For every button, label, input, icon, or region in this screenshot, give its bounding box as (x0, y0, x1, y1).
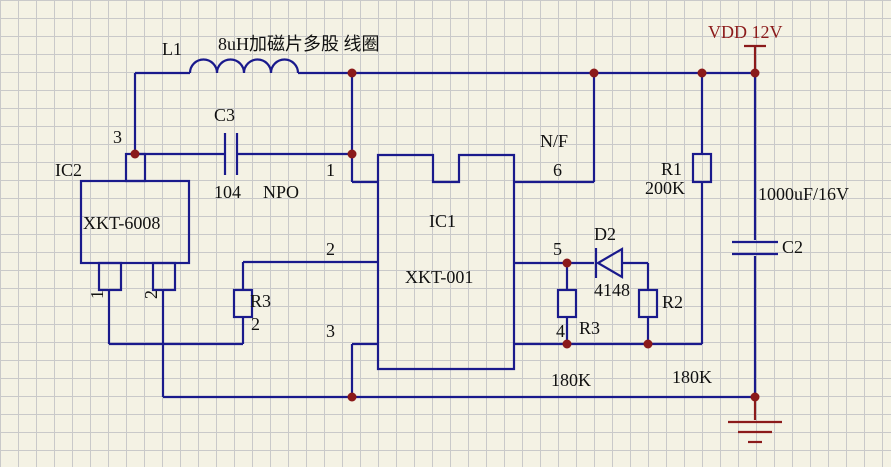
label-ic1: IC1 (429, 211, 456, 231)
label-ic1-pin5: 5 (553, 239, 562, 259)
junction-dot (697, 68, 707, 78)
ground-symbol (728, 397, 782, 444)
label-r1: R1 (661, 159, 682, 179)
junction-dot (643, 339, 653, 349)
inductor-l1 (188, 58, 300, 74)
junction-dot (347, 149, 357, 159)
label-d2-value: 4148 (594, 280, 630, 300)
capacitor-c3 (223, 133, 239, 175)
label-nf: N/F (540, 131, 568, 151)
label-ic1-pin6: 6 (553, 160, 562, 180)
label-ic2: IC2 (55, 160, 82, 180)
label-ic1-pin4: 4 (556, 321, 565, 341)
label-l1-desc: 8uH加磁片多股 线圈 (218, 34, 380, 54)
ic1-pin6-wiring (514, 73, 596, 184)
label-r3-left-pin: 2 (251, 314, 260, 334)
label-ic1-pin2: 2 (326, 239, 335, 259)
capacitor-c2 (732, 240, 778, 256)
junction-dot (562, 258, 572, 268)
label-c2-value: 1000uF/16V (758, 184, 849, 204)
label-ic2-part: XKT-6008 (83, 213, 160, 233)
junction-dot (750, 392, 760, 402)
label-ic1-part: XKT-001 (405, 267, 473, 287)
label-ic1-pin1: 1 (326, 160, 335, 180)
label-r2-value: 180K (672, 367, 712, 387)
label-ic1-pin3: 3 (326, 321, 335, 341)
label-ic2-pin3: 3 (113, 127, 122, 147)
junction-dot (589, 68, 599, 78)
resistor-r1 (691, 152, 713, 184)
junction-dot (347, 68, 357, 78)
junction-dot (750, 68, 760, 78)
junction-dot (347, 392, 357, 402)
label-c3-type: NPO (263, 182, 299, 202)
label-vdd: VDD 12V (708, 22, 783, 42)
label-r2: R2 (662, 292, 683, 312)
resistor-r3-left (232, 260, 378, 344)
label-r3-right: R3 (579, 318, 600, 338)
ic1-pin3-wiring (350, 342, 378, 397)
label-r3-right-value: 180K (551, 370, 591, 390)
label-r3-left: R3 (250, 291, 271, 311)
ic1-pin4-wiring (514, 73, 704, 346)
label-ic2-pin1: 1 (87, 290, 107, 299)
label-c2: C2 (782, 237, 803, 257)
diode-d2 (594, 247, 624, 279)
label-r1-value: 200K (645, 178, 685, 198)
ic1-pin1-wiring (350, 73, 378, 184)
label-l1: L1 (162, 39, 182, 59)
label-c3: C3 (214, 105, 235, 125)
ic2-pin1-wiring (107, 290, 243, 346)
ic1-pin5-wiring (514, 261, 650, 344)
junction-dot (130, 149, 140, 159)
label-d2: D2 (594, 224, 616, 244)
ic1-chip (376, 153, 516, 371)
label-c3-value: 104 (214, 182, 241, 202)
resistor-r2 (637, 288, 659, 319)
label-ic2-pin2: 2 (141, 290, 161, 299)
junction-dot (562, 339, 572, 349)
top-rail-wires (133, 71, 755, 154)
junctions (130, 68, 760, 402)
